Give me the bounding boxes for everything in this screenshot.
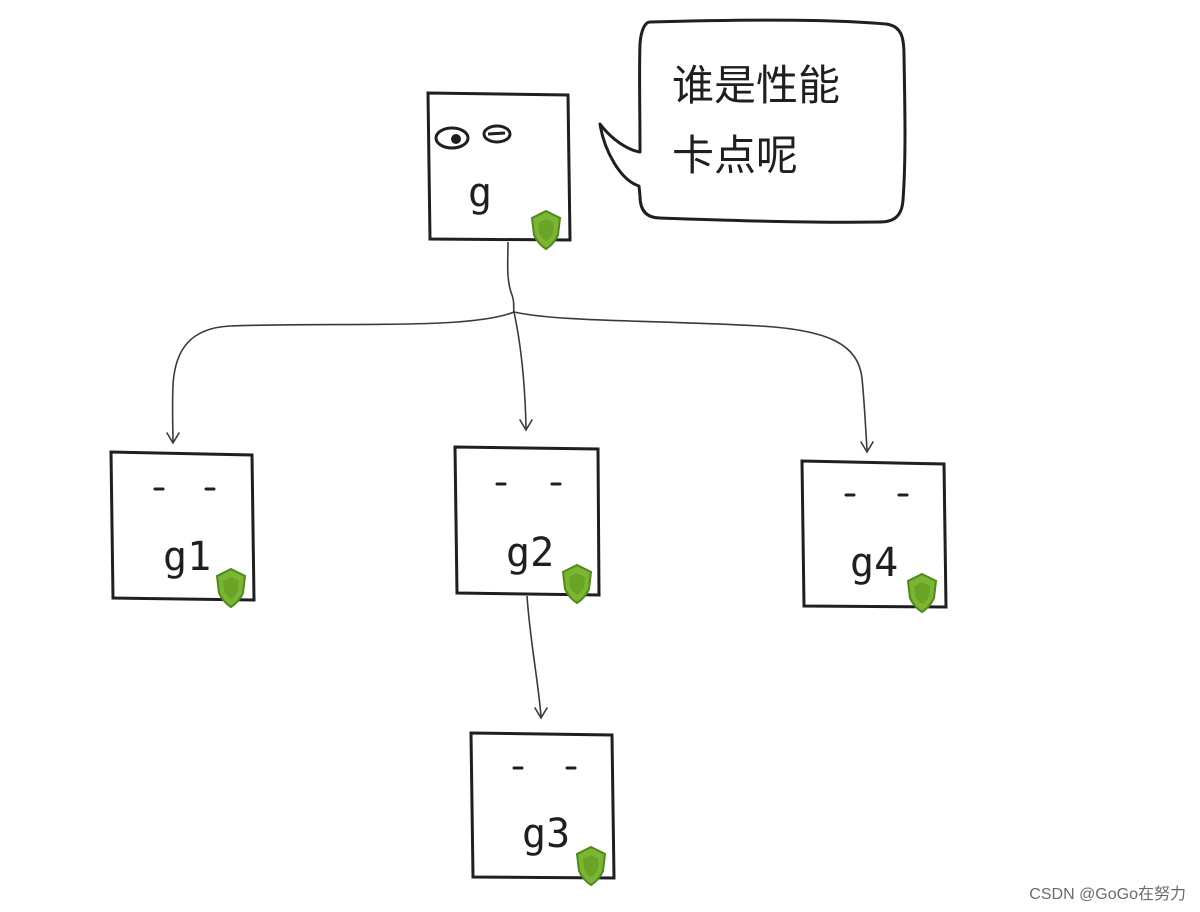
- node-g: g: [426, 91, 572, 250]
- node-g3-label: g3: [522, 811, 570, 857]
- edges: [166, 241, 874, 720]
- shield-icon: [216, 568, 246, 608]
- node-g2-label: g2: [506, 530, 554, 576]
- shield-icon: [531, 210, 561, 250]
- speech-bubble-shape: [598, 18, 907, 224]
- arrow-head-g1: [166, 432, 180, 445]
- node-g1-box: [109, 450, 256, 602]
- arrow-head-g4: [860, 441, 874, 454]
- edge-g-trunk: [506, 241, 515, 313]
- node-g3: g3: [469, 731, 616, 886]
- edge-g-g2: [513, 311, 527, 429]
- bubble-line-1: 谁是性能: [672, 61, 840, 110]
- edge-g-g1: [171, 311, 515, 443]
- speech-bubble: 谁是性能 卡点呢: [598, 18, 907, 224]
- node-g-eyes: [434, 124, 512, 150]
- node-g1-label: g1: [163, 534, 211, 580]
- node-g4: g4: [800, 459, 948, 613]
- arrow-head-g3: [534, 707, 548, 720]
- node-g2-box: [453, 445, 601, 597]
- bubble-line-2: 卡点呢: [672, 131, 798, 180]
- shield-icon: [562, 564, 592, 604]
- shield-icon: [907, 573, 937, 613]
- node-g2: g2: [453, 445, 601, 604]
- node-g4-box: [800, 459, 948, 609]
- node-g3-box: [469, 731, 616, 880]
- arrow-head-g2: [519, 419, 533, 432]
- node-g1: g1: [109, 450, 256, 608]
- node-g-label: g: [468, 170, 492, 216]
- watermark: CSDN @GoGo在努力: [1029, 886, 1186, 903]
- node-g4-label: g4: [850, 540, 898, 586]
- edge-g-g4: [513, 311, 868, 451]
- edge-g2-g3: [526, 595, 542, 717]
- shield-icon: [576, 846, 606, 886]
